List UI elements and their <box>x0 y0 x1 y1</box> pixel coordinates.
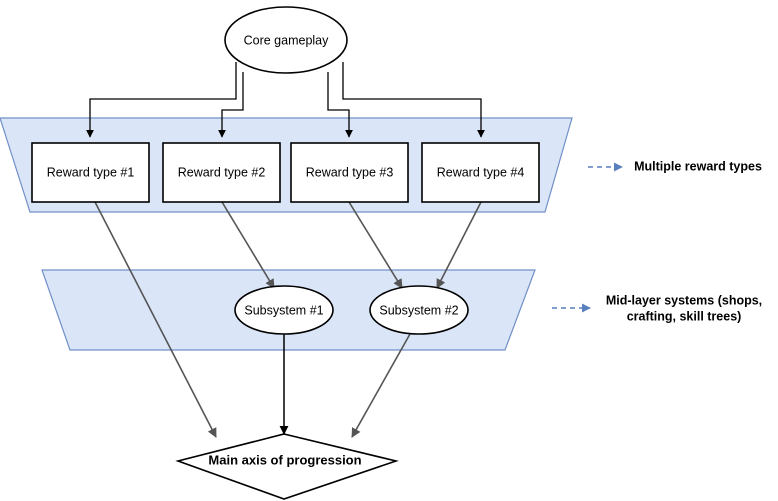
node-reward-type-1[interactable]: Reward type #1 <box>31 142 150 203</box>
edge-reward1-to-goal <box>94 201 217 438</box>
subsystem-1-label: Subsystem #1 <box>244 303 323 317</box>
node-core-gameplay[interactable]: Core gameplay <box>224 6 348 74</box>
node-reward-type-4[interactable]: Reward type #4 <box>421 142 540 203</box>
edge-core-to-reward3 <box>327 72 353 138</box>
edge-core-to-reward1 <box>86 62 237 138</box>
core-gameplay-label: Core gameplay <box>244 33 330 47</box>
subsystem-1-ellipse <box>234 285 334 335</box>
reward-type-1-box <box>31 142 150 203</box>
edge-core-to-reward2 <box>218 72 244 138</box>
core-gameplay-ellipse <box>224 6 348 74</box>
reward-type-1-label: Reward type #1 <box>47 165 135 179</box>
annotation-reward-layer: Multiple reward types <box>634 159 762 173</box>
node-subsystem-1[interactable]: Subsystem #1 <box>234 285 334 335</box>
main-axis-diamond <box>175 433 399 500</box>
node-reward-type-3[interactable]: Reward type #3 <box>290 142 409 203</box>
reward-type-4-box <box>421 142 540 203</box>
annotation-midlayer-line2: crafting, skill trees) <box>627 309 742 323</box>
reward-type-3-box <box>290 142 409 203</box>
main-axis-label: Main axis of progression <box>208 452 361 467</box>
node-main-axis-of-progression[interactable]: Main axis of progression <box>175 433 399 500</box>
annotation-midlayer: Mid-layer systems (shops, crafting, skil… <box>606 293 762 323</box>
annotation-midlayer-line1: Mid-layer systems (shops, <box>606 293 762 307</box>
reward-type-2-label: Reward type #2 <box>178 165 266 179</box>
node-subsystem-2[interactable]: Subsystem #2 <box>369 285 469 335</box>
reward-type-2-box <box>162 142 281 203</box>
edge-reward4-to-subsystem2 <box>436 201 482 289</box>
subsystem-2-label: Subsystem #2 <box>379 303 458 317</box>
node-reward-type-2[interactable]: Reward type #2 <box>162 142 281 203</box>
reward-type-3-label: Reward type #3 <box>306 165 394 179</box>
edge-core-to-reward4 <box>342 62 485 138</box>
edge-reward2-to-subsystem1 <box>221 201 275 289</box>
edge-reward3-to-subsystem2 <box>348 201 403 289</box>
annotation-reward-layer-line1: Multiple reward types <box>634 159 762 173</box>
subsystem-2-ellipse <box>369 285 469 335</box>
reward-type-4-label: Reward type #4 <box>437 165 525 179</box>
edge-subsystem2-to-goal <box>351 333 411 438</box>
